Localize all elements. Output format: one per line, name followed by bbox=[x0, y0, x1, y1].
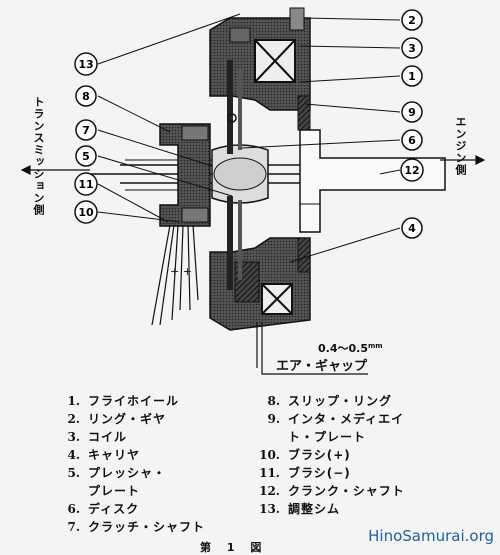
legend-column-left: 1.フライホイール 2.リング・ギヤ 3.コイル 4.キャリヤ 5.プレッシャ・… bbox=[58, 392, 205, 536]
legend-item: 10.ブラシ(+) bbox=[259, 448, 351, 462]
transmission-side-label: トランスミッション側 bbox=[32, 96, 45, 216]
svg-text:8: 8 bbox=[82, 90, 90, 103]
svg-text:10: 10 bbox=[78, 206, 94, 219]
brush-wires: + + bbox=[151, 224, 199, 326]
leader-lines bbox=[97, 13, 401, 263]
legend-column-right: 8.スリップ・リング 9.インタ・メディエイ ト・プレート 10.ブラシ(+) … bbox=[258, 392, 405, 518]
callout-1: 1 bbox=[401, 65, 423, 87]
legend-item: 12.クランク・シャフト bbox=[259, 484, 405, 498]
legend-item: 2.リング・ギヤ bbox=[67, 412, 167, 426]
legend-item: 3.コイル bbox=[67, 430, 128, 444]
shaft-assembly bbox=[90, 144, 445, 204]
svg-text:+ +: + + bbox=[170, 265, 192, 278]
engine-side-label: エンジン側 bbox=[454, 116, 467, 176]
figure-caption: 第 1 図 bbox=[200, 541, 268, 554]
callout-13: 13 bbox=[74, 52, 98, 76]
air-gap-indicator bbox=[256, 322, 368, 375]
parts-legend: 1.フライホイール 2.リング・ギヤ 3.コイル 4.キャリヤ 5.プレッシャ・… bbox=[0, 392, 500, 549]
svg-text:12: 12 bbox=[404, 164, 419, 177]
flywheel-upper bbox=[209, 7, 311, 131]
callout-6: 6 bbox=[401, 129, 423, 151]
air-gap-label: エア・ギャップ bbox=[276, 358, 368, 374]
clutch-cross-section-diagram: + + 2 3 1 bbox=[20, 7, 486, 375]
legend-item: 8.スリップ・リング bbox=[267, 394, 393, 408]
legend-item: 4.キャリヤ bbox=[67, 448, 141, 462]
svg-text:5: 5 bbox=[82, 150, 90, 163]
callout-5: 5 bbox=[75, 145, 97, 167]
callout-3: 3 bbox=[401, 37, 423, 59]
svg-text:2: 2 bbox=[408, 14, 416, 27]
svg-text:1: 1 bbox=[408, 70, 416, 83]
flywheel-lower bbox=[209, 237, 311, 331]
site-watermark: HinoSamurai.org bbox=[368, 527, 494, 545]
legend-item: 7.クラッチ・シャフト bbox=[67, 520, 206, 534]
callout-8: 8 bbox=[75, 85, 97, 107]
svg-text:6: 6 bbox=[408, 134, 416, 147]
svg-text:3: 3 bbox=[408, 42, 416, 55]
callout-11: 11 bbox=[74, 172, 98, 196]
slip-ring-housing bbox=[159, 123, 211, 227]
callout-12: 12 bbox=[400, 158, 424, 182]
callout-9: 9 bbox=[401, 101, 423, 123]
callout-7: 7 bbox=[75, 119, 97, 141]
legend-item: 9.インタ・メディエイ bbox=[267, 412, 405, 426]
callout-4: 4 bbox=[401, 217, 423, 239]
legend-item: 1.フライホイール bbox=[67, 394, 180, 408]
legend-item-continuation: ト・プレート bbox=[288, 430, 367, 444]
legend-item: 5.プレッシャ・ bbox=[67, 466, 167, 480]
legend-item-continuation: プレート bbox=[88, 484, 141, 498]
svg-text:4: 4 bbox=[408, 222, 416, 235]
svg-text:7: 7 bbox=[82, 124, 90, 137]
crank-shaft bbox=[299, 129, 446, 233]
direction-arrows bbox=[20, 155, 486, 175]
legend-item: 6.ディスク bbox=[67, 502, 140, 516]
legend-item: 13.調整シム bbox=[259, 502, 341, 516]
legend-item: 11.ブラシ(−) bbox=[259, 466, 351, 480]
clutch-plates bbox=[227, 60, 242, 290]
svg-text:13: 13 bbox=[78, 58, 93, 71]
callout-10: 10 bbox=[74, 200, 98, 224]
svg-text:9: 9 bbox=[408, 106, 416, 119]
callout-2: 2 bbox=[401, 9, 423, 31]
air-gap-value: 0.4～0.5mm bbox=[318, 342, 383, 355]
svg-text:11: 11 bbox=[78, 178, 93, 191]
